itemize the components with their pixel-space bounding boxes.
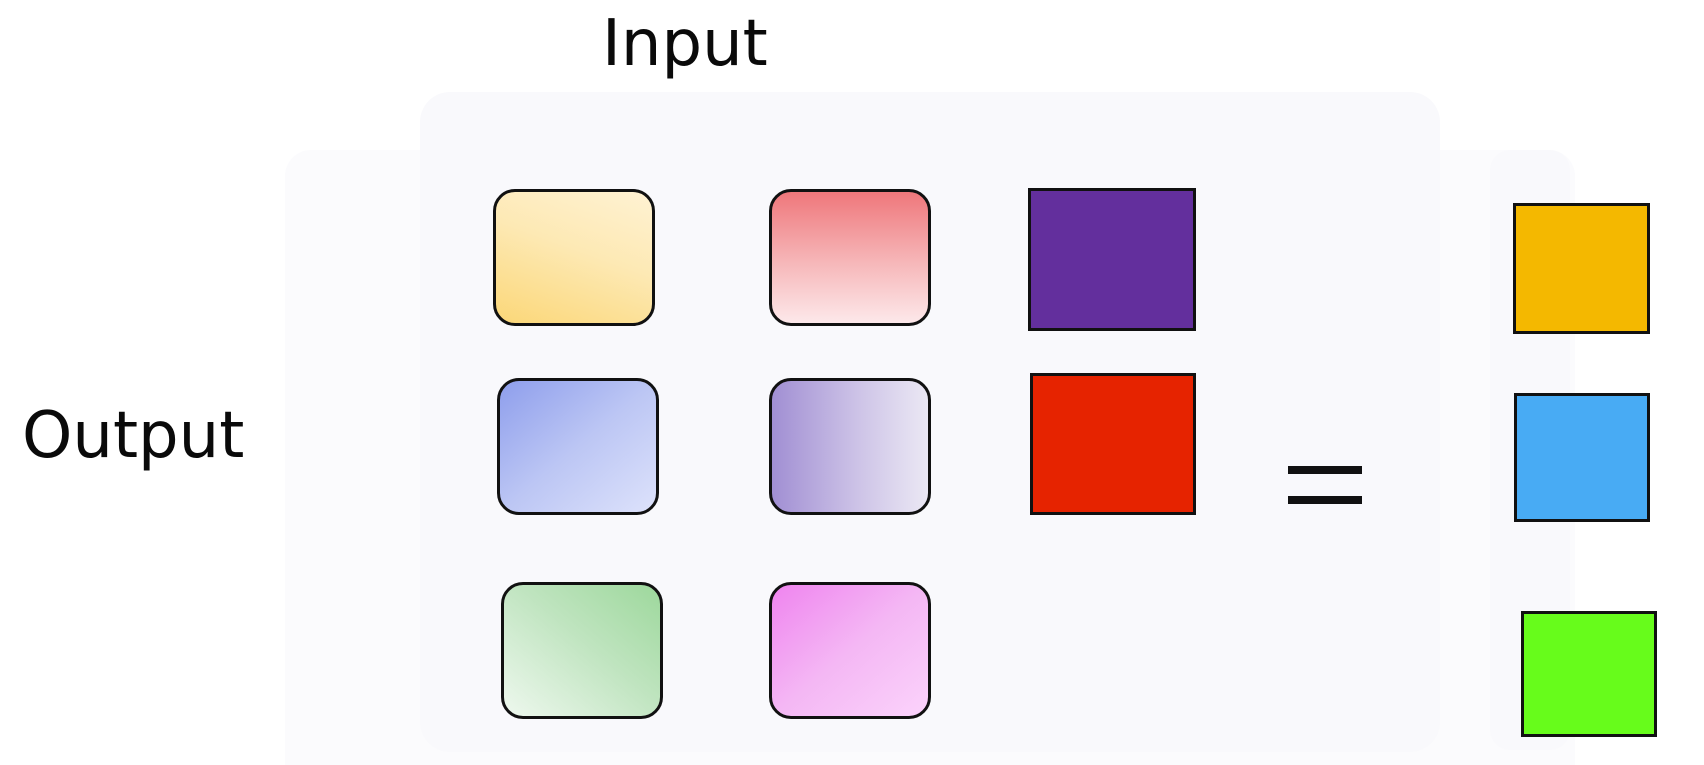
weight-cell-r3-c2: [769, 582, 931, 719]
output-vector-cell-2: [1514, 393, 1650, 522]
equals-bar-bottom: [1288, 496, 1362, 504]
input-vector-cell-2: [1030, 373, 1196, 515]
weight-cell-r3-c1: [501, 582, 663, 719]
output-vector-cell-1: [1513, 203, 1650, 334]
weight-cell-r2-c2: [769, 378, 931, 515]
weight-cell-r1-c1: [493, 189, 655, 326]
equals-bar-top: [1288, 466, 1362, 474]
equals-sign: [1288, 466, 1362, 504]
input-label: Input: [602, 7, 768, 81]
output-vector-cell-3: [1521, 611, 1657, 737]
weight-cell-r2-c1: [497, 378, 659, 515]
weight-cell-r1-c2: [769, 189, 931, 326]
input-vector-cell-1: [1028, 188, 1196, 331]
output-label: Output: [22, 399, 245, 473]
